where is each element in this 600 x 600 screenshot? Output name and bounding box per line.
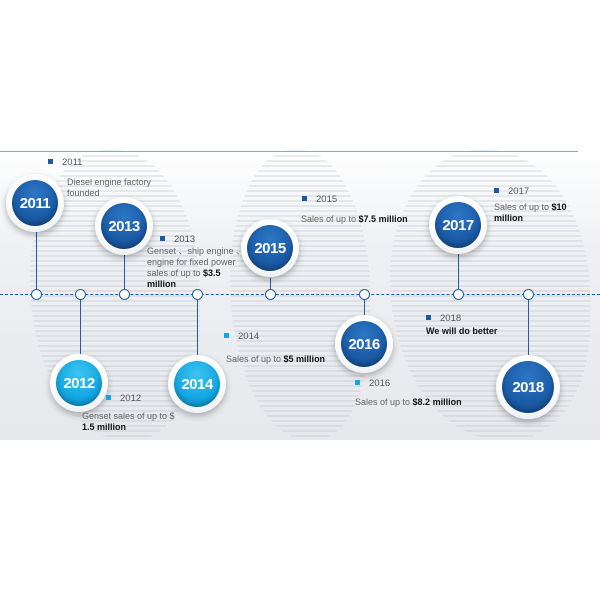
event-year-2017: 2017 (494, 186, 529, 197)
year-badge-2011: 2011 (6, 174, 64, 232)
timeline-node (31, 289, 42, 300)
top-divider (0, 151, 578, 152)
connector-2014 (197, 299, 198, 367)
event-text-2017: Sales of up to $10 million (494, 202, 567, 223)
square-bullet-icon (494, 188, 499, 193)
event-text-2012: Genset sales of up to $ 1.5 million (82, 411, 175, 432)
year-badge-2014: 2014 (168, 355, 226, 413)
year-badge-label: 2018 (502, 361, 554, 413)
square-bullet-icon (48, 159, 53, 164)
timeline-node (453, 289, 464, 300)
timeline-node (523, 289, 534, 300)
event-year-2015: 2015 (302, 194, 337, 205)
year-badge-label: 2011 (12, 180, 58, 226)
year-badge-label: 2013 (101, 203, 147, 249)
year-badge-2018: 2018 (496, 355, 560, 419)
connector-2015 (270, 278, 271, 290)
event-year-2016: 2016 (355, 378, 390, 389)
event-text-2015: Sales of up to $7.5 million (301, 214, 408, 224)
year-badge-label: 2014 (174, 361, 220, 407)
timeline-axis (0, 294, 600, 295)
event-year-2011: 2011 (48, 157, 82, 168)
timeline-node (119, 289, 130, 300)
timeline-node (265, 289, 276, 300)
year-badge-label: 2017 (435, 202, 481, 248)
year-badge-2017: 2017 (429, 196, 487, 254)
event-text-2011: Diesel engine factory founded (67, 177, 152, 198)
event-text-2018: We will do better (426, 326, 498, 336)
event-year-2012: 2012 (106, 393, 141, 404)
square-bullet-icon (302, 196, 307, 201)
connector-2013 (124, 251, 125, 290)
timeline-node (359, 289, 370, 300)
connector-2016 (364, 299, 365, 317)
square-bullet-icon (426, 315, 431, 320)
event-year-2018: 2018 (426, 313, 461, 324)
event-text-2016: Sales of up to $8.2 million (355, 397, 462, 407)
world-map-decoration (230, 150, 370, 440)
square-bullet-icon (224, 333, 229, 338)
event-year-2013: 2013 (160, 234, 195, 245)
year-badge-label: 2016 (341, 321, 387, 367)
connector-2012 (80, 299, 81, 357)
year-badge-2013: 2013 (95, 197, 153, 255)
connector-2018 (528, 299, 529, 359)
year-badge-2015: 2015 (241, 219, 299, 277)
square-bullet-icon (355, 380, 360, 385)
connector-2017 (458, 252, 459, 290)
event-year-2014: 2014 (224, 331, 259, 342)
square-bullet-icon (106, 395, 111, 400)
year-badge-label: 2015 (247, 225, 293, 271)
year-badge-label: 2012 (56, 360, 102, 406)
square-bullet-icon (160, 236, 165, 241)
event-text-2013: Genset 、ship engine 、 engine for fixed p… (147, 246, 246, 289)
year-badge-2012: 2012 (50, 354, 108, 412)
timeline-node (192, 289, 203, 300)
connector-2011 (36, 226, 37, 290)
year-badge-2016: 2016 (335, 315, 393, 373)
timeline-node (75, 289, 86, 300)
event-text-2014: Sales of up to $5 million (226, 354, 326, 364)
